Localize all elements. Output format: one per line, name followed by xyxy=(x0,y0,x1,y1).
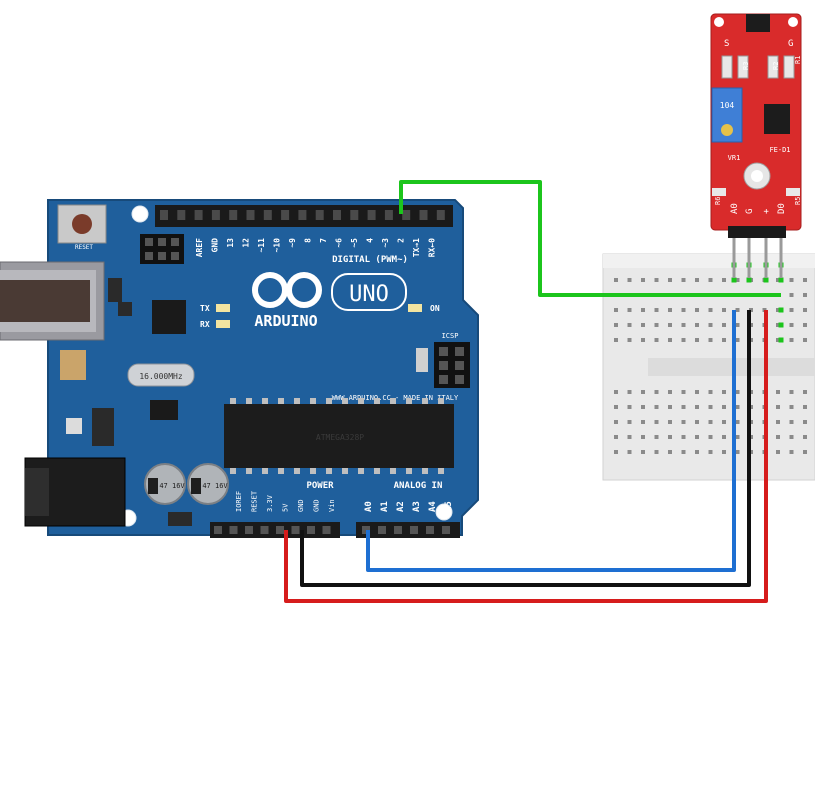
digital-pin-label: RX←0 xyxy=(428,238,437,257)
sensor-element xyxy=(746,14,770,32)
digital-pin-label: TX→1 xyxy=(412,238,421,257)
red-wire xyxy=(284,310,768,603)
digital-pin-label: ~9 xyxy=(288,238,297,248)
dc-power-jack xyxy=(24,457,126,527)
resistor-label: R5 xyxy=(794,197,802,205)
resistor-label: R3 xyxy=(742,62,750,70)
power-pin-label: 5V xyxy=(282,503,290,512)
crystal-oscillator: 16.000MHz xyxy=(127,363,195,387)
sensor-top-label-g: G xyxy=(788,39,793,49)
power-pin-label: Vin xyxy=(328,499,336,512)
sensor-pin-label: D0 xyxy=(777,203,787,214)
analog-pin-label: A2 xyxy=(396,501,406,512)
power-pin-label: IOREF xyxy=(235,491,243,512)
analog-pin-label: A0 xyxy=(364,501,374,512)
rx-led xyxy=(216,320,230,328)
sensor-pin-label: A0 xyxy=(730,203,740,214)
digital-pin-label: 4 xyxy=(366,238,375,243)
analog-header-label: ANALOG IN xyxy=(394,481,443,491)
digital-pin-label: ~11 xyxy=(257,238,266,253)
vr-label: VR1 xyxy=(728,154,741,162)
analog-pin-label: A3 xyxy=(412,501,422,512)
analog-pin-label: A4 xyxy=(428,501,438,512)
digital-header-label: DIGITAL (PWM~) xyxy=(332,255,408,265)
digital-pin-label: 8 xyxy=(304,238,313,243)
black-wire xyxy=(300,310,751,587)
power-header-label: POWER xyxy=(306,481,334,491)
blue-wire xyxy=(366,310,736,572)
mount-hole xyxy=(131,205,149,223)
sensor-pin-label: + xyxy=(762,208,772,214)
uno-badge: UNO xyxy=(331,273,407,311)
resistor-label: R6 xyxy=(714,197,722,205)
analog-pin-label: A5 xyxy=(444,501,454,512)
cap-label-1: 47 16V xyxy=(159,482,185,490)
logo-text: ARDUINO xyxy=(254,312,317,330)
electrolytic-capacitor: 47 16V xyxy=(187,463,229,505)
model-label: UNO xyxy=(349,282,389,307)
cap-label-2: 47 16V xyxy=(202,482,228,490)
usb-controller-chip xyxy=(152,300,186,334)
digital-pin-label: 13 xyxy=(226,238,235,248)
usb-connector xyxy=(0,261,105,341)
sensor-header-pins xyxy=(728,226,786,278)
analog-pin-labels: A0 A1 A2 A3 A4 A5 xyxy=(364,501,454,512)
potentiometer: 104 xyxy=(711,87,743,143)
reset-label: RESET xyxy=(75,244,93,251)
on-led xyxy=(408,304,422,312)
digital-pin-label: ~6 xyxy=(335,238,344,248)
arduino-logo: ARDUINO xyxy=(252,272,322,330)
digital-header-sockets xyxy=(160,210,445,220)
digital-pin-labels: AREF GND 13 12 ~11 ~10 ~9 8 7 ~6 ~5 4 ~3 2 TX→1 RX←0 xyxy=(195,238,437,257)
svg-text:ATMEGA328P: ATMEGA328P xyxy=(316,433,364,442)
tx-label: TX xyxy=(200,304,210,313)
digital-pin-label: 2 xyxy=(397,238,406,243)
digital-pin-label: AREF xyxy=(195,238,204,257)
sensor-top-label-s: S xyxy=(724,39,729,49)
resistor-label: R1 xyxy=(794,56,802,64)
power-pin-label: GND xyxy=(297,499,305,512)
on-label: ON xyxy=(430,304,440,313)
breadboard-center-channel xyxy=(648,358,815,376)
rx-label: RX xyxy=(200,320,210,329)
breadboard xyxy=(602,253,815,481)
digital-pin-label: 12 xyxy=(242,238,251,248)
voltage-regulator xyxy=(92,408,114,446)
resistor-label: R2 xyxy=(772,62,780,70)
digital-pin-label: ~5 xyxy=(350,238,359,248)
wires xyxy=(284,180,781,603)
comparator-chip xyxy=(764,104,790,134)
chip-label: FE-D1 xyxy=(769,146,790,154)
pot-label: 104 xyxy=(720,101,735,110)
green-wire xyxy=(399,180,781,297)
crystal-label: 16.000MHz xyxy=(139,372,183,381)
analog-pin-label: A1 xyxy=(380,501,390,512)
electrolytic-capacitor: 47 16V xyxy=(144,463,186,505)
digital-pin-label: GND xyxy=(211,238,220,253)
tx-led xyxy=(216,304,230,312)
atmega-chip: ATMEGA328P xyxy=(224,398,454,474)
sensor-pin-label: G xyxy=(745,209,755,214)
power-pin-label: RESET xyxy=(251,490,259,512)
reset-button: RESET xyxy=(57,204,107,251)
power-pin-labels: IOREF RESET 3.3V 5V GND GND Vin xyxy=(235,490,336,512)
power-pin-label: GND xyxy=(313,499,321,512)
power-pin-label: 3.3V xyxy=(266,494,274,512)
digital-pin-label: ~3 xyxy=(381,238,390,248)
digital-pin-label: ~10 xyxy=(273,238,282,253)
digital-pin-label: 7 xyxy=(319,238,328,243)
mount-hole xyxy=(435,503,453,521)
icsp-label: ICSP xyxy=(442,332,459,340)
